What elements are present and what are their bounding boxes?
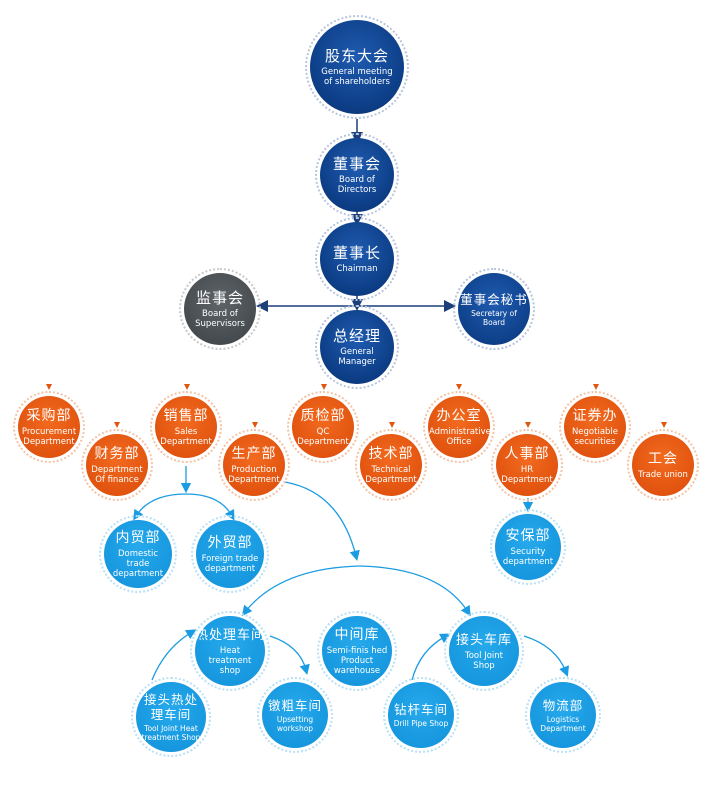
link-arc-heat	[241, 565, 361, 617]
tick-securities	[593, 384, 599, 390]
node-label-zh: 质检部	[300, 407, 346, 424]
node-upsetting: 镦粗车间 Upsetting workshop	[257, 677, 333, 753]
node-label-en: Chairman	[336, 264, 378, 274]
tick-production	[252, 422, 258, 428]
node-label-zh: 董事会秘书	[460, 291, 528, 307]
node-procurement: 采购部 Procurement Department	[13, 391, 85, 463]
node-tool-joint: 接头车库 Tool Joint Shop	[444, 611, 524, 691]
node-label-zh: 证券办	[572, 407, 618, 424]
node-label-zh: 外贸部	[207, 534, 253, 551]
node-label-zh: 接头热处理车间	[143, 692, 198, 722]
node-label-en: Secretary of Board	[471, 308, 517, 327]
node-label-zh: 人事部	[504, 445, 550, 462]
node-label-en: Tool Joint Heat treatment Shop	[141, 724, 201, 742]
node-label-en: Tool Joint Shop	[464, 650, 503, 671]
link-heat-upsetting	[269, 635, 310, 676]
node-label-en: Technical Department	[365, 464, 417, 485]
node-union: 工会 Trade union	[627, 429, 699, 501]
node-qc: 质检部 QC Department	[287, 391, 359, 463]
node-label-en: Drill Pipe Shop	[393, 719, 449, 728]
node-label-zh: 物流部	[542, 697, 584, 713]
node-label-zh: 接头车库	[455, 632, 512, 648]
node-label-zh: 安保部	[505, 527, 551, 544]
node-secretary: 董事会秘书 Secretary of Board	[453, 268, 535, 350]
node-label-en: QC Department	[297, 426, 349, 447]
tick-technical	[389, 422, 395, 428]
link-production-workshops	[284, 481, 360, 562]
node-label-en: Semi-finis hed Product warehouse	[326, 645, 388, 676]
node-label-zh: 销售部	[163, 407, 209, 424]
node-label-zh: 总经理	[332, 327, 381, 345]
node-logistics: 物流部 Logistics Department	[525, 677, 601, 753]
node-label-zh: 技术部	[368, 445, 414, 462]
tick-finance	[114, 422, 120, 428]
node-label-zh: 办公室	[436, 407, 482, 424]
tick-union	[661, 422, 667, 428]
node-sales: 销售部 Sales Department	[150, 391, 222, 463]
node-general-manager: 总经理 General Manager	[315, 305, 399, 389]
node-label-zh: 董事长	[332, 244, 381, 262]
node-semi-finished: 中间库 Semi-finis hed Product warehouse	[317, 611, 397, 691]
node-drill-pipe: 钻杆车间 Drill Pipe Shop	[383, 677, 459, 753]
node-label-zh: 内贸部	[115, 529, 161, 546]
node-foreign: 外贸部 Foreign trade department	[191, 515, 269, 593]
node-label-zh: 镦粗车间	[267, 697, 322, 713]
node-label-zh: 生产部	[231, 445, 277, 462]
node-supervisors: 监事会 Board of Supervisors	[179, 268, 261, 350]
node-security: 安保部 Security department	[490, 509, 566, 585]
tick-sales	[184, 384, 190, 390]
tick-hr	[525, 422, 531, 428]
node-label-en: Negotiable securities	[571, 426, 619, 447]
node-label-zh: 财务部	[94, 445, 140, 462]
node-label-zh: 工会	[648, 450, 678, 467]
link-sales-foreign	[185, 493, 235, 521]
node-technical: 技术部 Technical Department	[355, 429, 427, 501]
node-label-en: Administrative Office	[429, 426, 491, 447]
node-label-zh: 中间库	[334, 626, 380, 643]
link-arc-tooljoint	[359, 565, 471, 617]
node-label-en: HR Department	[501, 464, 553, 485]
node-label-en: Production Department	[228, 464, 280, 485]
link-tjheat-heat	[151, 629, 197, 681]
node-production: 生产部 Production Department	[218, 429, 290, 501]
node-securities: 证券办 Negotiable securities	[559, 391, 631, 463]
node-label-zh: 监事会	[195, 289, 244, 307]
node-label-zh: 董事会	[332, 155, 381, 173]
node-label-zh: 热处理车间	[195, 627, 266, 643]
node-tool-joint-heat: 接头热处理车间 Tool Joint Heat treatment Shop	[131, 677, 211, 757]
node-label-en: Upsetting workshop	[276, 714, 314, 733]
node-domestic: 内贸部 Domestic trade department	[99, 515, 177, 593]
node-admin: 办公室 Administrative Office	[423, 391, 495, 463]
node-heat-treatment: 热处理车间 Heat treatment shop	[190, 611, 270, 691]
node-label-en: Domestic trade department	[112, 548, 164, 579]
node-label-en: Department Of finance	[91, 464, 143, 485]
node-label-en: Board of Supervisors	[195, 309, 245, 329]
node-label-en: Foreign trade department	[201, 553, 259, 574]
node-label-en: Trade union	[638, 469, 688, 480]
node-label-en: General Manager	[338, 347, 376, 367]
tick-qc	[321, 384, 327, 390]
link-drill-tooljoint	[411, 633, 451, 681]
node-label-en: Board of Directors	[337, 175, 377, 195]
node-label-zh: 钻杆车间	[393, 702, 448, 717]
node-label-zh: 采购部	[26, 407, 72, 424]
node-chairman: 董事长 Chairman	[315, 217, 399, 301]
node-hr: 人事部 HR Department	[491, 429, 563, 501]
node-label-zh: 股东大会	[324, 47, 389, 65]
link-tooljoint-logistics	[523, 635, 569, 677]
node-label-en: General meeting of shareholders	[321, 67, 393, 87]
node-shareholders: 股东大会 General meeting of shareholders	[305, 15, 409, 119]
tick-procurement	[46, 384, 52, 390]
node-label-en: Heat treatment shop	[208, 645, 252, 676]
link-sales-domestic	[133, 493, 187, 521]
node-label-en: Logistics Department	[540, 714, 586, 733]
node-label-en: Sales Department	[160, 426, 212, 447]
node-label-en: Procurement Department	[21, 426, 77, 447]
node-board: 董事会 Board of Directors	[315, 133, 399, 217]
node-label-en: Security department	[502, 546, 554, 567]
tick-admin	[456, 384, 462, 390]
node-finance: 财务部 Department Of finance	[81, 429, 153, 501]
